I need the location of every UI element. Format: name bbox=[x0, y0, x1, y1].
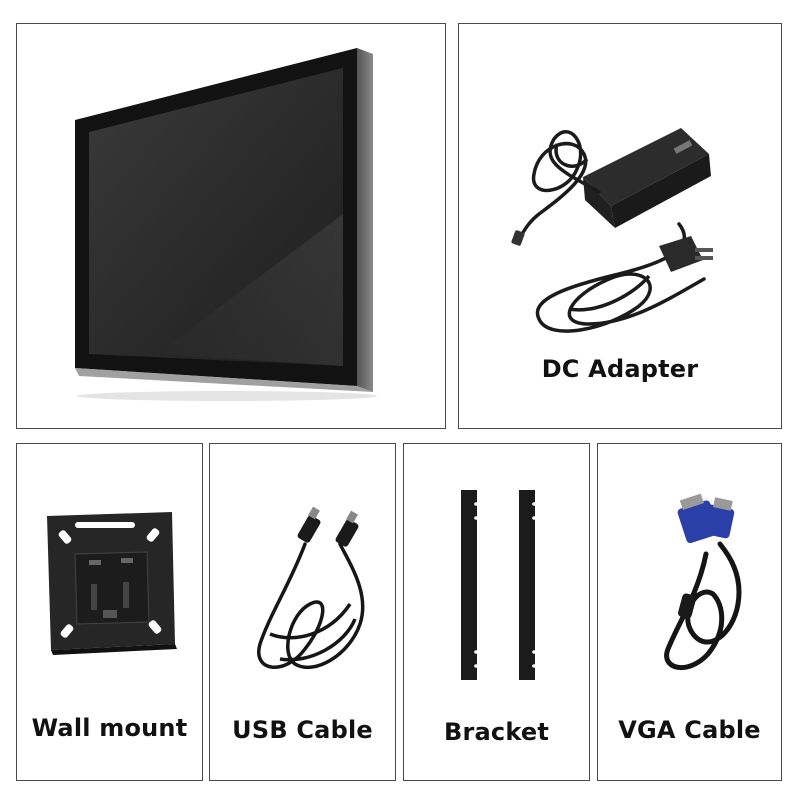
bracket-panel: Bracket bbox=[403, 443, 590, 781]
wall-mount-label: Wall mount bbox=[31, 714, 188, 742]
bracket-label: Bracket bbox=[443, 718, 550, 746]
usb-cable-panel: USB Cable bbox=[209, 443, 396, 781]
dc-adapter-label: DC Adapter bbox=[541, 355, 699, 383]
monitor-panel bbox=[16, 23, 446, 429]
wall-mount-image bbox=[47, 512, 177, 655]
dc-adapter-image bbox=[511, 128, 713, 333]
usb-cable-image bbox=[257, 506, 365, 670]
vga-cable-panel: VGA Cable bbox=[597, 443, 782, 781]
monitor-image bbox=[75, 48, 377, 401]
wall-mount-panel: Wall mount bbox=[16, 443, 203, 781]
dc-adapter-panel: DC Adapter bbox=[458, 23, 782, 429]
vga-cable-label: VGA Cable bbox=[618, 716, 761, 744]
usb-cable-label: USB Cable bbox=[232, 716, 373, 744]
vga-cable-image bbox=[664, 493, 742, 671]
bracket-image bbox=[461, 490, 536, 680]
